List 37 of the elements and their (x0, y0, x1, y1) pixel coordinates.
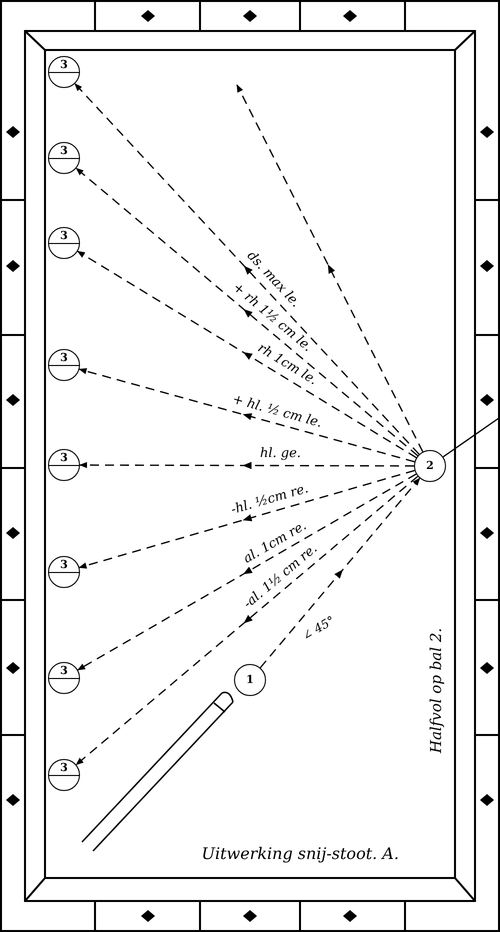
ball-number: 3 (59, 230, 69, 242)
caption: Uitwerking snij-stoot. A. (202, 846, 399, 861)
arrow (260, 478, 420, 668)
arrow (76, 476, 418, 766)
ball-number: 3 (59, 59, 69, 71)
ball (48, 449, 80, 481)
ball (48, 556, 80, 588)
edge-label: + hl. ½ cm le. (230, 392, 324, 431)
arrow (78, 473, 416, 671)
ball-number: 1 (245, 674, 255, 686)
arrow (79, 368, 415, 462)
note-text: ∠ 45° (299, 612, 338, 644)
arrow (236, 84, 424, 452)
arrow (74, 83, 420, 455)
ball (48, 349, 80, 381)
ball-number: 2 (425, 460, 435, 472)
ball-number: 3 (59, 352, 69, 364)
ball (48, 662, 80, 694)
arrow (80, 462, 414, 470)
ball (234, 664, 266, 696)
arrow (77, 250, 417, 458)
ball-number: 3 (59, 452, 69, 464)
edge-label: -hl. ½cm re. (230, 481, 311, 518)
ball (48, 759, 80, 791)
ball (48, 142, 80, 174)
ball-number: 3 (59, 665, 69, 677)
edge-label: hl. ge. (260, 446, 301, 462)
ball (48, 56, 80, 88)
ball-number: 3 (59, 145, 69, 157)
ball (414, 450, 446, 482)
ball-number: 3 (59, 762, 69, 774)
note-text: Halfvol op bal 2. (428, 627, 444, 753)
arrow (79, 470, 415, 569)
ball (48, 227, 80, 259)
arrow (76, 168, 418, 456)
ball-number: 3 (59, 559, 69, 571)
aiming-line (442, 417, 500, 458)
